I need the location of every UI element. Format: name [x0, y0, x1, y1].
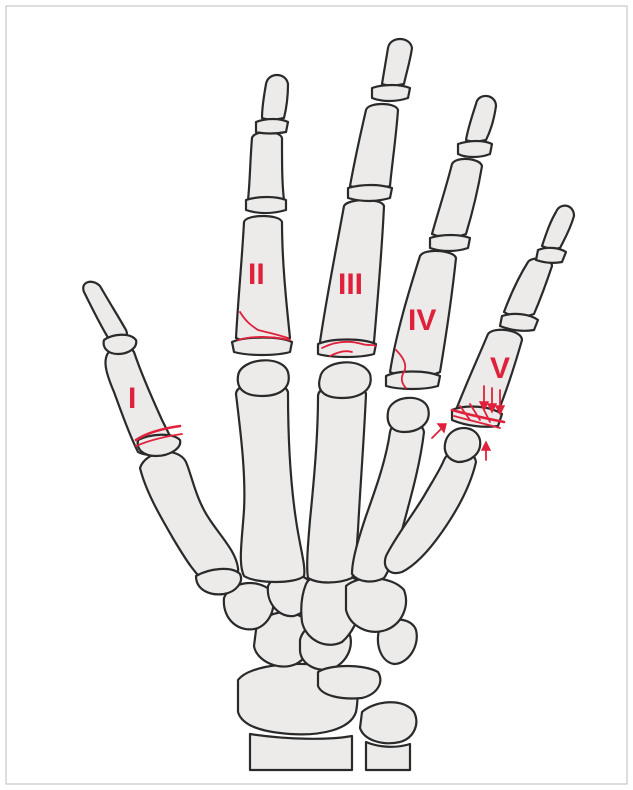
radius-shaft — [250, 734, 352, 770]
triquetrum-bone — [318, 666, 380, 699]
little-middle-base — [500, 314, 538, 331]
little-distal-base — [536, 248, 566, 263]
thumb-metacarpal-base — [196, 569, 241, 594]
index-ray: II — [232, 75, 304, 582]
label-little: V — [490, 352, 510, 385]
little-metacarpal-head — [445, 428, 480, 462]
little-middle-phalanx — [504, 259, 552, 317]
arrow-head-5 — [482, 442, 490, 450]
ring-metacarpal-head — [388, 398, 429, 432]
carpal-bones — [224, 573, 417, 770]
hamate-bone — [346, 578, 406, 632]
middle-middle-phalanx — [350, 104, 398, 189]
ring-middle-phalanx — [432, 159, 482, 237]
middle-distal-phalanx — [382, 39, 412, 86]
middle-distal-base — [372, 85, 410, 101]
ulna-shaft — [366, 742, 410, 770]
middle-middle-base — [348, 185, 392, 201]
index-middle-base — [246, 197, 286, 213]
index-metacarpal-head — [238, 360, 289, 396]
index-distal-base — [256, 119, 288, 134]
little-distal-phalanx — [542, 206, 574, 249]
label-thumb: I — [128, 382, 136, 415]
arrow-shaft-4 — [432, 428, 442, 438]
middle-metacarpal-head — [319, 362, 371, 398]
ring-proximal-base — [386, 372, 440, 390]
label-ring: IV — [408, 304, 436, 337]
thumb-metacarpal — [140, 452, 238, 586]
label-index: II — [248, 258, 265, 291]
index-metacarpal — [236, 382, 304, 582]
thumb-ip-joint — [104, 335, 137, 354]
compression-arrows — [480, 386, 504, 414]
ring-distal-phalanx — [466, 96, 496, 142]
ulna-bone — [360, 702, 416, 743]
thumb-ray: I — [83, 282, 241, 595]
little-proximal-phalanx — [456, 330, 522, 416]
ring-middle-base — [430, 235, 470, 251]
label-middle: III — [338, 268, 363, 301]
index-middle-phalanx — [248, 132, 284, 203]
ring-distal-base — [458, 141, 492, 157]
index-distal-phalanx — [262, 75, 288, 120]
